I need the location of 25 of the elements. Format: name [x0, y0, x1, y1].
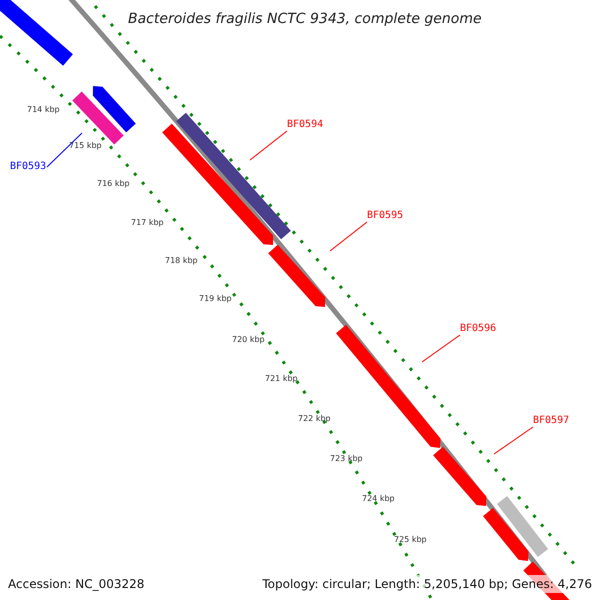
leader-line: [250, 130, 288, 160]
genome-summary: Topology: circular; Length: 5,205,140 bp; Genes: 4,276: [262, 575, 592, 593]
position-label: 716 kbp: [97, 179, 130, 189]
position-label: 725 kbp: [394, 535, 427, 545]
gene-label: BF0597: [533, 414, 570, 427]
leader-line: [330, 222, 368, 252]
position-label: 724 kbp: [362, 494, 395, 504]
position-label: 720 kbp: [232, 335, 265, 345]
position-label: 717 kbp: [131, 218, 164, 228]
position-label: 719 kbp: [199, 294, 232, 304]
leader-line: [494, 426, 534, 454]
gene-label: BF0593: [10, 160, 46, 173]
gene-label: BF0594: [287, 118, 324, 131]
accession-note: Accession: NC_003228: [8, 576, 144, 593]
leader-line: [46, 132, 82, 168]
position-label: 721 kbp: [265, 374, 298, 384]
position-label: 722 kbp: [298, 414, 331, 424]
gene-label: BF0596: [460, 322, 496, 335]
position-label: 718 kbp: [165, 256, 198, 266]
position-label: 715 kbp: [69, 141, 102, 151]
leader-line: [422, 334, 460, 362]
position-label: 723 kbp: [330, 454, 363, 464]
title: Bacteroides fragilis NCTC 9343, complete genome: [128, 10, 482, 29]
gene-label: BF0595: [367, 209, 404, 222]
position-label: 714 kbp: [27, 105, 60, 115]
